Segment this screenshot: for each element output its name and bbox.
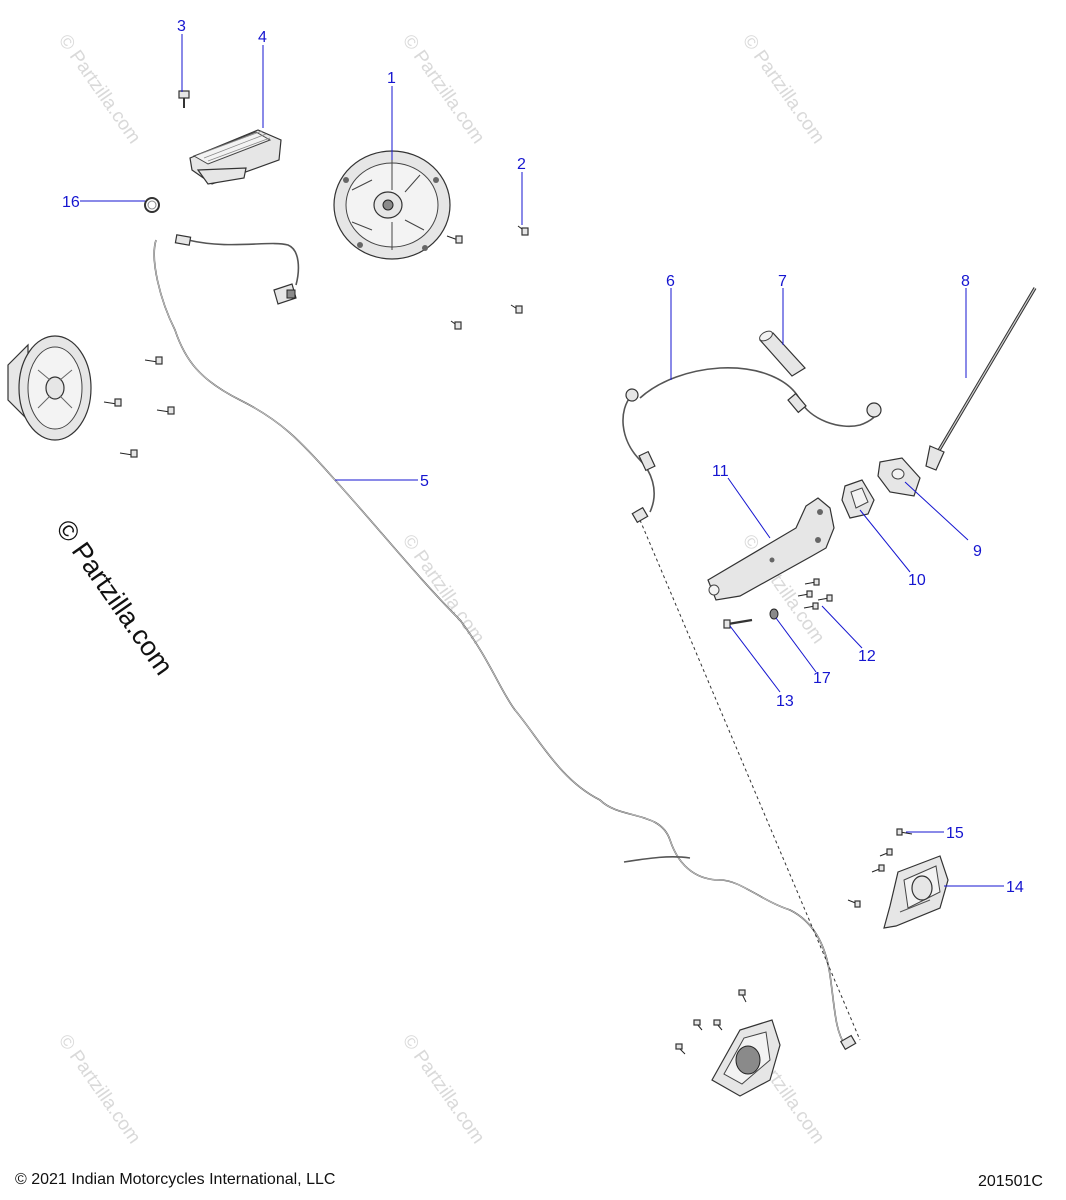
callout-2: 2 xyxy=(517,156,526,173)
callout-15: 15 xyxy=(946,825,964,842)
screw-group-rear xyxy=(847,828,913,908)
callout-7: 7 xyxy=(778,273,787,290)
clip-ring xyxy=(144,197,160,213)
watermark-large: © Partzilla.com xyxy=(50,514,179,680)
antenna-cable xyxy=(622,367,882,524)
callout-17: 17 xyxy=(813,670,831,687)
callout-8: 8 xyxy=(961,273,970,290)
callout-1: 1 xyxy=(387,70,396,87)
callout-11: 11 xyxy=(712,463,729,480)
callout-6: 6 xyxy=(666,273,675,290)
mounting-bracket xyxy=(707,497,835,601)
connection-dashed-line xyxy=(639,519,861,1041)
antenna-gasket xyxy=(841,479,875,519)
callout-14: 14 xyxy=(1006,879,1024,896)
watermark: © Partzilla.com xyxy=(54,1031,145,1148)
sleeve-tube xyxy=(759,330,806,377)
screw-group-upper xyxy=(446,225,529,330)
screw-group-bracket xyxy=(797,578,833,610)
callout-12: 12 xyxy=(858,648,876,665)
copyright-text: © 2021 Indian Motorcycles International,… xyxy=(15,1171,335,1188)
callout-13: 13 xyxy=(776,693,794,710)
harness-main xyxy=(153,234,857,1051)
speaker-bottom xyxy=(711,1019,781,1097)
watermark: © Partzilla.com xyxy=(398,531,489,648)
diagram-code: 201501C xyxy=(978,1173,1043,1190)
amplifier-module xyxy=(178,90,282,185)
speaker-rear-right xyxy=(883,855,949,929)
callout-3: 3 xyxy=(177,18,186,35)
callout-5: 5 xyxy=(420,473,429,490)
callout-9: 9 xyxy=(973,543,982,560)
callout-labels: 1 2 3 4 5 6 7 8 9 10 11 12 13 14 15 16 1… xyxy=(62,18,1024,896)
watermark: © Partzilla.com xyxy=(738,31,829,148)
speaker-left xyxy=(7,335,92,441)
antenna-mast xyxy=(925,287,1037,471)
speaker-upper xyxy=(333,150,451,260)
callout-10: 10 xyxy=(908,572,926,589)
callout-4: 4 xyxy=(258,29,267,46)
callout-16: 16 xyxy=(62,194,80,211)
nut xyxy=(769,608,779,620)
watermark: © Partzilla.com xyxy=(398,31,489,148)
screw-group-bottom xyxy=(675,989,747,1055)
callout-leaders xyxy=(80,34,1004,887)
screw-group-left xyxy=(103,356,175,458)
watermark: © Partzilla.com xyxy=(398,1031,489,1148)
long-bolt xyxy=(723,618,753,629)
watermark: © Partzilla.com xyxy=(54,31,145,148)
